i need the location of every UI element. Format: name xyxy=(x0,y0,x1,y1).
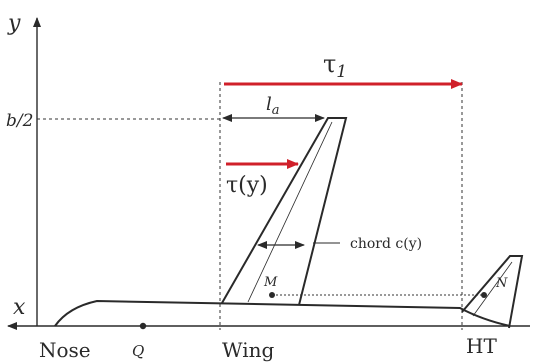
tau-y-label: τ(y) xyxy=(226,173,268,198)
horizontal-tail-planform xyxy=(461,255,524,329)
q-label: Q xyxy=(132,342,144,360)
m-point xyxy=(269,292,275,298)
tau1-label: τ1 xyxy=(323,50,347,82)
ht-quarter-chord-line xyxy=(472,261,513,317)
wing-quarter-chord-line xyxy=(247,121,333,303)
y-axis-label: y xyxy=(7,11,21,36)
fuselage-outline xyxy=(54,299,511,327)
nose-label: Nose xyxy=(39,338,91,362)
n-label: N xyxy=(495,276,508,291)
chord-label: chord c(y) xyxy=(350,236,422,252)
half-span-label: b/2 xyxy=(6,111,33,131)
la-label: la xyxy=(266,94,280,118)
wing-planform xyxy=(221,117,348,306)
ht-label: HT xyxy=(466,334,497,358)
wing-label: Wing xyxy=(222,338,274,362)
x-axis-label: x xyxy=(13,295,26,320)
n-point xyxy=(481,292,487,298)
q-point xyxy=(139,322,147,330)
m-label: M xyxy=(263,275,278,290)
